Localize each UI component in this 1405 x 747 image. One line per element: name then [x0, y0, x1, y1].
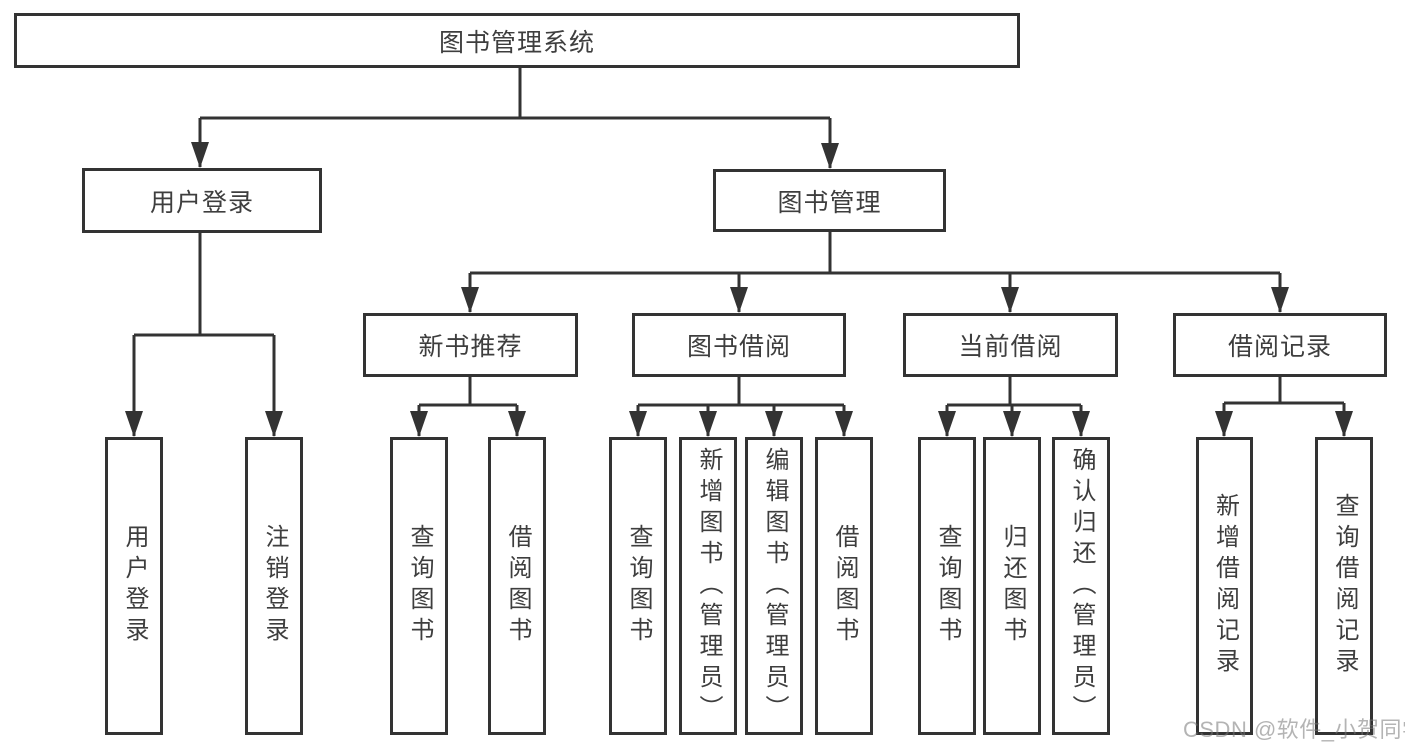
- node-leaf-edit-book-admin: 编辑图书（管理员）: [745, 437, 803, 735]
- leaf-label: 新增图书（管理员）: [695, 446, 722, 726]
- node-leaf-confirm-return-admin: 确认归还（管理员）: [1052, 437, 1110, 735]
- node-new-book-recommendation: 新书推荐: [363, 313, 578, 377]
- leaf-label: 借阅图书: [504, 524, 531, 648]
- node-leaf-query-books: 查询图书: [918, 437, 976, 735]
- node-leaf-borrow-books: 借阅图书: [488, 437, 546, 735]
- leaf-label: 确认归还（管理员）: [1068, 446, 1095, 726]
- node-user-login: 用户登录: [82, 168, 322, 233]
- node-book-borrowing: 图书借阅: [632, 313, 846, 377]
- leaf-label: 查询借阅记录: [1331, 493, 1358, 679]
- node-leaf-borrow-books: 借阅图书: [815, 437, 873, 735]
- leaf-label: 新增借阅记录: [1211, 493, 1239, 679]
- leaf-label: 查询图书: [406, 524, 433, 648]
- node-library-management-system: 图书管理系统: [14, 13, 1020, 68]
- watermark: CSDN @软件_小贺同学: [1183, 717, 1405, 742]
- node-book-management: 图书管理: [713, 169, 946, 232]
- leaf-label: 注销登录: [261, 524, 288, 648]
- node-current-borrowing: 当前借阅: [903, 313, 1118, 377]
- node-leaf-add-book-admin: 新增图书（管理员）: [679, 437, 737, 735]
- leaf-label: 查询图书: [625, 524, 652, 648]
- leaf-label: 归还图书: [999, 524, 1026, 648]
- node-leaf-logout: 注销登录: [245, 437, 303, 735]
- node-leaf-query-books: 查询图书: [609, 437, 667, 735]
- node-leaf-user-login: 用户登录: [105, 437, 163, 735]
- node-borrowing-records: 借阅记录: [1173, 313, 1387, 377]
- leaf-label: 编辑图书（管理员）: [761, 446, 788, 726]
- node-leaf-add-borrow-record: 新增借阅记录: [1196, 437, 1253, 735]
- leaf-label: 用户登录: [121, 524, 148, 648]
- node-leaf-query-borrow-record: 查询借阅记录: [1315, 437, 1373, 735]
- leaf-label: 借阅图书: [831, 524, 858, 648]
- node-leaf-return-book: 归还图书: [983, 437, 1041, 735]
- leaf-label: 查询图书: [934, 524, 961, 648]
- node-leaf-query-books: 查询图书: [390, 437, 448, 735]
